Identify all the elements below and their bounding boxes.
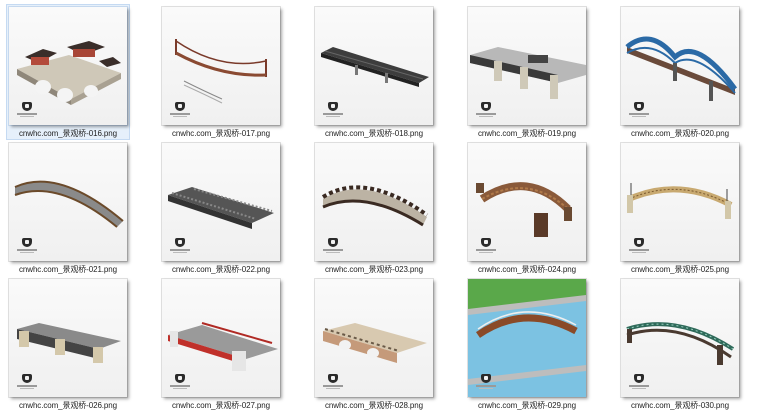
file-name: cnwhc.com_景观桥-024.png [478, 265, 576, 274]
thumbnail [621, 7, 739, 125]
file-name: cnwhc.com_景观桥-020.png [631, 129, 729, 138]
file-name: cnwhc.com_景观桥-017.png [172, 129, 270, 138]
file-name: cnwhc.com_景观桥-016.png [19, 129, 117, 138]
thumbnail [468, 143, 586, 261]
watermark-logo-icon [17, 102, 37, 118]
thumbnail [162, 279, 280, 397]
watermark-logo-icon [476, 238, 496, 254]
file-name: cnwhc.com_景观桥-022.png [172, 265, 270, 274]
file-tile-030[interactable]: cnwhc.com_景观桥-030.png [618, 276, 742, 410]
thumbnail [9, 143, 127, 261]
file-tile-029[interactable]: cnwhc.com_景观桥-029.png [465, 276, 589, 410]
file-name: cnwhc.com_景观桥-025.png [631, 265, 729, 274]
file-name: cnwhc.com_景观桥-027.png [172, 401, 270, 410]
thumbnail [468, 7, 586, 125]
thumbnail [315, 7, 433, 125]
file-name: cnwhc.com_景观桥-026.png [19, 401, 117, 410]
thumbnail [315, 143, 433, 261]
thumbnail [621, 143, 739, 261]
file-tile-021[interactable]: cnwhc.com_景观桥-021.png [6, 140, 130, 274]
file-name: cnwhc.com_景观桥-018.png [325, 129, 423, 138]
watermark-logo-icon [17, 374, 37, 390]
file-name: cnwhc.com_景观桥-029.png [478, 401, 576, 410]
bridge-thumbnail-icon [626, 322, 735, 365]
bridge-thumbnail-icon [17, 41, 121, 105]
watermark-logo-icon [170, 102, 190, 118]
watermark-logo-icon [629, 374, 649, 390]
bridge-thumbnail-icon [321, 185, 429, 227]
watermark-logo-icon [629, 238, 649, 254]
watermark-logo-icon [629, 102, 649, 118]
file-tile-018[interactable]: cnwhc.com_景观桥-018.png [312, 4, 436, 138]
bridge-thumbnail-icon [625, 36, 738, 101]
file-tile-025[interactable]: cnwhc.com_景观桥-025.png [618, 140, 742, 274]
file-tile-023[interactable]: cnwhc.com_景观桥-023.png [312, 140, 436, 274]
bridge-thumbnail-icon [321, 47, 429, 87]
thumbnail [162, 143, 280, 261]
bridge-thumbnail-icon [17, 323, 121, 363]
bridge-thumbnail-icon [323, 323, 427, 363]
thumbnail [468, 279, 586, 397]
watermark-logo-icon [170, 374, 190, 390]
watermark-logo-icon [476, 102, 496, 118]
file-tile-027[interactable]: cnwhc.com_景观桥-027.png [159, 276, 283, 410]
bridge-thumbnail-icon [175, 39, 267, 104]
file-tile-019[interactable]: cnwhc.com_景观桥-019.png [465, 4, 589, 138]
watermark-logo-icon [323, 238, 343, 254]
file-name: cnwhc.com_景观桥-030.png [631, 401, 729, 410]
file-tile-028[interactable]: cnwhc.com_景观桥-028.png [312, 276, 436, 410]
thumbnail [9, 279, 127, 397]
file-name: cnwhc.com_景观桥-019.png [478, 129, 576, 138]
file-name: cnwhc.com_景观桥-028.png [325, 401, 423, 410]
bridge-thumbnail-icon [476, 182, 572, 237]
file-tile-016[interactable]: cnwhc.com_景观桥-016.png [6, 4, 130, 140]
file-tile-022[interactable]: cnwhc.com_景观桥-022.png [159, 140, 283, 274]
thumbnail [9, 7, 127, 125]
bridge-thumbnail-icon [168, 322, 278, 371]
bridge-thumbnail-icon [470, 47, 586, 99]
watermark-logo-icon [476, 374, 496, 390]
bridge-thumbnail-icon [168, 187, 274, 229]
file-tile-026[interactable]: cnwhc.com_景观桥-026.png [6, 276, 130, 410]
file-tile-017[interactable]: cnwhc.com_景观桥-017.png [159, 4, 283, 138]
watermark-logo-icon [323, 374, 343, 390]
file-tile-024[interactable]: cnwhc.com_景观桥-024.png [465, 140, 589, 274]
watermark-logo-icon [170, 238, 190, 254]
bridge-thumbnail-icon [14, 180, 124, 228]
file-tile-020[interactable]: cnwhc.com_景观桥-020.png [618, 4, 742, 138]
thumbnail [315, 279, 433, 397]
watermark-logo-icon [17, 238, 37, 254]
thumbnail [162, 7, 280, 125]
watermark-logo-icon [323, 102, 343, 118]
bridge-thumbnail-icon [627, 183, 733, 219]
file-name: cnwhc.com_景观桥-023.png [325, 265, 423, 274]
file-name: cnwhc.com_景观桥-021.png [19, 265, 117, 274]
thumbnail [621, 279, 739, 397]
